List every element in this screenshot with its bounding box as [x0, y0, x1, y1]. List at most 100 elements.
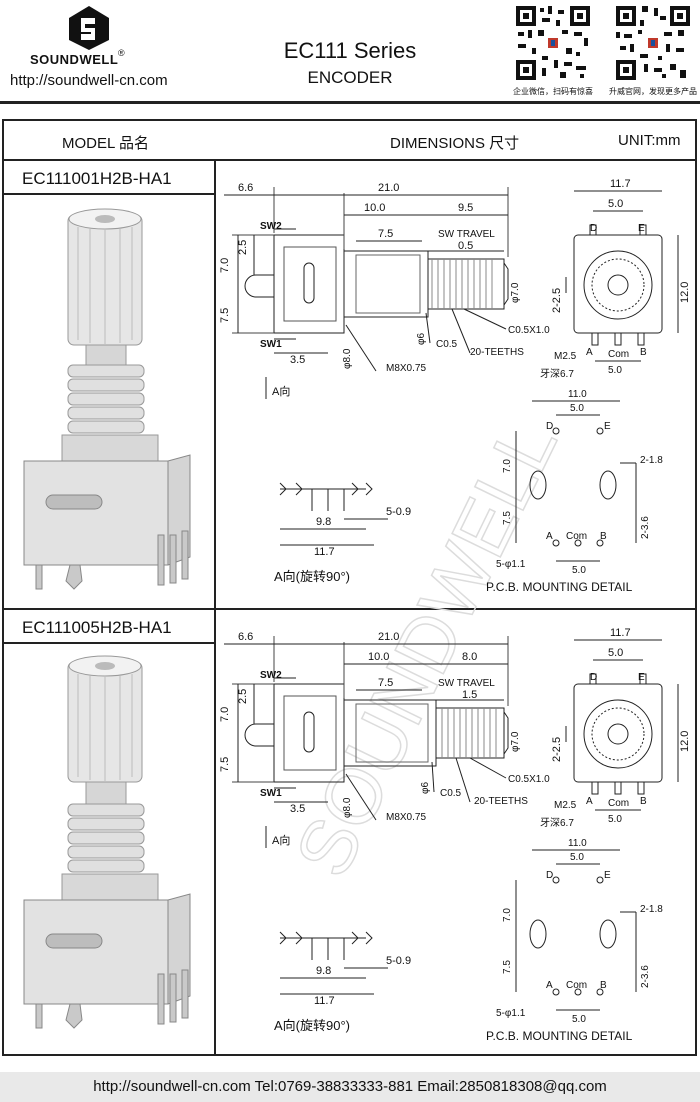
dim-thread: M8X0.75	[386, 363, 426, 374]
soundwell-logo-icon	[69, 6, 109, 50]
encoder-render-1	[23, 208, 191, 590]
pcb-caption: P.C.B. MOUNTING DETAIL	[486, 580, 633, 594]
side-pin-b: B	[640, 347, 647, 358]
side-pin-d: D	[590, 223, 597, 234]
side-pin-a: A	[586, 796, 593, 807]
a-direction-label: A向	[272, 833, 290, 847]
side-mount-thread: M2.5	[554, 800, 577, 811]
pcb-bottom-spacing: 5.0	[572, 1014, 586, 1025]
a-view-pin-width: 5-0.9	[386, 506, 411, 518]
pcb-pin-com: Com	[566, 531, 587, 542]
sw1-label: SW1	[260, 788, 282, 799]
page-header: SOUNDWELL ® http://soundwell-cn.com EC11…	[0, 0, 700, 104]
brand-name: SOUNDWELL	[30, 52, 119, 67]
side-pin-com: Com	[608, 349, 629, 360]
pcb-pin-d: D	[546, 421, 553, 432]
dim-height-top: 7.0	[219, 258, 231, 273]
sw2-label: SW2	[260, 221, 282, 232]
a-view-width: 11.7	[314, 995, 335, 1007]
pcb-upper-height: 7.0	[502, 459, 513, 473]
pcb-pin-a: A	[546, 531, 553, 542]
dim-phi7: φ7.0	[510, 282, 521, 303]
dim-height-bottom: 7.5	[219, 757, 231, 772]
dim-teeth: 20-TEETHS	[470, 347, 524, 358]
pcb-pin-a: A	[546, 980, 553, 991]
side-pin-spacing-bottom: 5.0	[608, 814, 622, 825]
pcb-hole-size: 5-φ1.1	[496, 1008, 526, 1019]
dim-chamfer: C0.5	[436, 339, 458, 350]
pcb-hole-size: 5-φ1.1	[496, 559, 526, 570]
header-rule	[0, 101, 700, 104]
dim-left-width: 6.6	[238, 631, 253, 643]
qr-code-wechat-icon[interactable]	[514, 4, 592, 82]
dimension-drawing-1: 6.6 21.0 10.0 9.5 SW TRAVEL 0.5 7.5 SW2 …	[219, 178, 691, 594]
side-pin-spacing-top: 5.0	[608, 198, 623, 210]
brand-url[interactable]: http://soundwell-cn.com	[10, 72, 168, 89]
model-cell-1	[2, 161, 214, 195]
model-cell-2	[2, 610, 214, 644]
a-view-caption: A向(旋转90°)	[274, 569, 350, 584]
dim-pin-offset: 2.5	[237, 689, 249, 704]
dim-phi6: φ6	[416, 333, 427, 345]
page-title: EC111 Series	[283, 38, 417, 63]
qr-caption-wechat: 企业微信，扫码有惊喜	[513, 87, 593, 96]
dim-shaft-length: 10.0	[364, 202, 385, 214]
a-direction-label: A向	[272, 384, 290, 398]
side-pin-spacing-top: 5.0	[608, 647, 623, 659]
a-view-pin-span: 9.8	[316, 516, 331, 528]
dimension-drawing-2: 6.6 21.0 10.0 8.0 SW TRAVEL 1.5 7.5 SW2 …	[219, 627, 691, 1043]
dim-teeth: 20-TEETHS	[474, 796, 528, 807]
a-view-pin-width: 5-0.9	[386, 955, 411, 967]
pcb-caption: P.C.B. MOUNTING DETAIL	[486, 1029, 633, 1043]
dimensions-column-header: DIMENSIONS 尺寸	[390, 135, 520, 152]
a-view-pin-span: 9.8	[316, 965, 331, 977]
sw2-label: SW2	[260, 670, 282, 681]
side-mount-thread: M2.5	[554, 351, 577, 362]
side-pin-a: A	[586, 347, 593, 358]
side-width: 11.7	[610, 627, 631, 639]
dim-sw-travel: 1.5	[462, 689, 477, 701]
side-height: 12.0	[679, 731, 691, 752]
sw1-label: SW1	[260, 339, 282, 350]
pcb-upper-height: 7.0	[502, 908, 513, 922]
dim-knob-length: 9.5	[458, 202, 473, 214]
model-name-2: EC111005H2B-HA1	[22, 618, 172, 637]
dim-chamfer-knob: C0.5X1.0	[508, 325, 550, 336]
dim-overall-length: 21.0	[378, 631, 399, 643]
sw-travel-label: SW TRAVEL	[438, 678, 495, 689]
dim-thread-length: 7.5	[378, 228, 393, 240]
dim-height-bottom: 7.5	[219, 308, 231, 323]
side-pin-spacing-bottom: 5.0	[608, 365, 622, 376]
side-thread-depth: 牙深6.7	[540, 368, 574, 380]
dim-thread: M8X0.75	[386, 812, 426, 823]
page-footer: http://soundwell-cn.com Tel:0769-3883333…	[0, 1072, 700, 1102]
product-divider	[2, 608, 697, 610]
pcb-slot-length: 2-3.6	[640, 965, 651, 988]
soundwell-watermark: SOUNDWELL	[277, 406, 574, 890]
side-pin-e: E	[638, 223, 645, 234]
dim-chamfer-knob: C0.5X1.0	[508, 774, 550, 785]
a-view-width: 11.7	[314, 546, 335, 558]
pcb-slot-width: 2-1.8	[640, 455, 663, 466]
pcb-pin-e: E	[604, 870, 611, 881]
page-subtitle: ENCODER	[307, 68, 393, 87]
pcb-top-spacing: 5.0	[570, 852, 584, 863]
model-column-header: MODEL 品名	[62, 135, 149, 152]
qr-code-website-icon[interactable]	[614, 4, 692, 82]
dim-knob-length: 8.0	[462, 651, 477, 663]
pcb-lower-height: 7.5	[502, 960, 513, 974]
pcb-pin-com: Com	[566, 980, 587, 991]
dim-phi7: φ7.0	[510, 731, 521, 752]
dim-phi8: φ8.0	[342, 348, 353, 369]
spec-table	[2, 119, 697, 1056]
registered-mark: ®	[118, 48, 125, 58]
dim-thread-length: 7.5	[378, 677, 393, 689]
side-pin-offset: 2-2.5	[551, 737, 563, 762]
side-pin-com: Com	[608, 798, 629, 809]
pcb-slot-length: 2-3.6	[640, 516, 651, 539]
pcb-pin-d: D	[546, 870, 553, 881]
dim-sw-travel: 0.5	[458, 240, 473, 252]
dim-overall-length: 21.0	[378, 182, 399, 194]
pcb-width: 11.0	[568, 389, 587, 400]
pcb-top-spacing: 5.0	[570, 403, 584, 414]
